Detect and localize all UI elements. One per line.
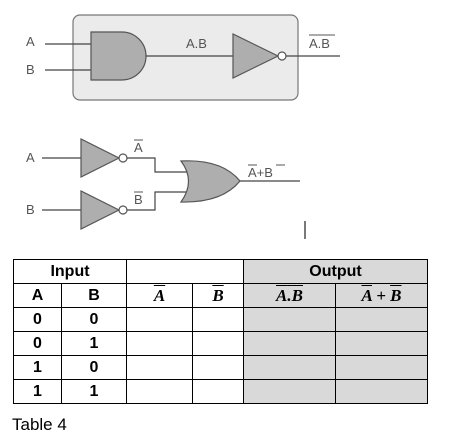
col-header-not-a: A [126, 283, 193, 308]
not-a-symbol: A [153, 285, 166, 305]
or-output-plus: + [257, 165, 265, 180]
or-expr-plus: + [371, 285, 391, 305]
or-output-b: B [264, 165, 273, 180]
nand-output-label: A.B [309, 36, 330, 51]
nand-expr-dot: . [287, 285, 292, 305]
not-b-label: B [134, 192, 143, 207]
cell-a: 1 [13, 379, 62, 404]
or-expression: A + B [362, 286, 402, 305]
cell-nand[interactable] [243, 331, 336, 356]
or-expr-a: A [361, 285, 372, 305]
cell-a: 0 [13, 331, 62, 356]
logic-circuit-diagrams: A B A.B A.B A B A B A+B [26, 14, 340, 239]
not-gate-b-bubble [118, 205, 128, 215]
cell-not-b[interactable] [192, 307, 244, 332]
or-output-a: A [248, 165, 257, 180]
cell-nand[interactable] [243, 379, 336, 404]
not-gate-a [80, 138, 121, 178]
nand-expr-a: A [276, 285, 288, 305]
intermediate-group-header [126, 259, 244, 284]
cell-not-a[interactable] [126, 355, 193, 380]
col-header-b: B [61, 283, 127, 308]
table-row: 0 1 [13, 331, 429, 356]
not-b-symbol: B [212, 285, 224, 305]
cell-not-b[interactable] [192, 355, 244, 380]
circuit2-wire-notb [127, 191, 188, 211]
circuit2-wire-nota [127, 157, 188, 173]
nand-circuit: A B A.B A.B [26, 14, 340, 101]
cell-nand[interactable] [243, 307, 336, 332]
cell-b: 0 [61, 307, 127, 332]
cell-b: 1 [61, 379, 127, 404]
cell-not-a[interactable] [126, 331, 193, 356]
cell-b: 1 [61, 331, 127, 356]
table-row: 1 1 [13, 379, 429, 404]
cell-or[interactable] [334, 355, 429, 380]
input-group-header: Input [13, 259, 127, 284]
nand-expression: A.B [276, 286, 303, 305]
cell-or[interactable] [334, 307, 429, 332]
not-gate-a-bubble [118, 153, 128, 163]
cell-not-a[interactable] [126, 379, 193, 404]
table-column-header: A B A B A.B A + B [13, 283, 429, 308]
circuit2-input-a-label: A [26, 150, 35, 165]
or-gate [179, 160, 241, 203]
col-header-or: A + B [334, 283, 429, 308]
cell-or[interactable] [334, 379, 429, 404]
table-group-header: Input Output [13, 259, 429, 284]
nand-expr-b: B [291, 285, 303, 305]
cell-a: 0 [13, 307, 62, 332]
or-expr-b: B [390, 285, 402, 305]
col-header-nand: A.B [243, 283, 336, 308]
circuit2-input-b-label: B [26, 202, 35, 217]
cell-a: 1 [13, 355, 62, 380]
cell-nand[interactable] [243, 355, 336, 380]
not-gate-bubble [277, 51, 287, 61]
not-gate-b [80, 190, 121, 230]
circuit1-input-a-label: A [26, 34, 35, 49]
table-row: 0 0 [13, 307, 429, 332]
not-gate [232, 33, 280, 79]
cell-not-b[interactable] [192, 331, 244, 356]
or-output-label: A+B [248, 165, 273, 180]
table-caption: Table 4 [12, 415, 67, 434]
output-group-header: Output [242, 259, 429, 284]
cell-not-b[interactable] [192, 379, 244, 404]
circuit1-input-b-label: B [26, 62, 35, 77]
cell-b: 0 [61, 355, 127, 380]
table-row: 1 0 [13, 355, 429, 380]
col-header-not-b: B [192, 283, 244, 308]
cell-or[interactable] [334, 331, 429, 356]
cell-not-a[interactable] [126, 307, 193, 332]
truth-table: Input Output A B A B A.B A + B 0 0 0 1 1… [13, 259, 429, 404]
or-circuit: A B A B A+B [26, 138, 300, 230]
and-gate [90, 31, 147, 81]
and-output-label: A.B [186, 36, 207, 51]
col-header-a: A [13, 283, 62, 308]
not-a-label: A [134, 140, 143, 155]
